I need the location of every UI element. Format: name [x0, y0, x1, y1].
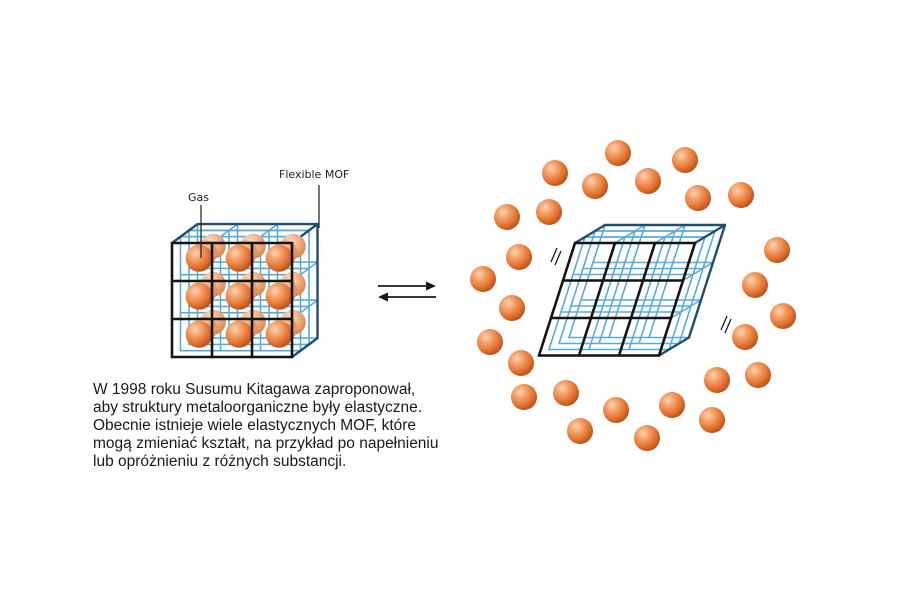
empty-flexible-mof-cube — [537, 223, 727, 357]
lattice-line — [682, 261, 714, 282]
front-grid-line — [657, 241, 697, 357]
gas-molecule-icon — [605, 140, 631, 166]
lattice-line — [668, 236, 706, 351]
lattice-line — [678, 230, 716, 345]
gas-molecule-icon — [728, 182, 754, 208]
caption-line: Obecnie istnieje wiele elastycznych MOF,… — [93, 417, 417, 434]
caption-line: W 1998 roku Susumu Kitagawa zaproponował… — [93, 381, 416, 398]
caption-line: aby struktury metaloorganiczne były elas… — [93, 399, 423, 416]
lattice-line — [558, 230, 596, 345]
caption-line: lub opróżnieniu z różnych substancji. — [93, 453, 347, 470]
gas-label: Gas — [188, 191, 209, 204]
front-grid-line — [577, 241, 617, 357]
gas-molecule-icon — [185, 282, 213, 310]
gas-molecule-icon — [742, 272, 768, 298]
gas-molecule-icon — [582, 173, 608, 199]
gas-molecule-icon — [603, 397, 629, 423]
frame-edge — [170, 222, 199, 245]
flexible-mof-label: Flexible MOF — [279, 168, 349, 181]
gas-molecule-icon — [732, 324, 758, 350]
gas-molecule-icon — [567, 418, 593, 444]
filled-mof-cube — [170, 222, 319, 359]
gas-molecule-icon — [672, 147, 698, 173]
lattice-line — [638, 230, 676, 345]
gas-molecule-icon — [659, 392, 685, 418]
lattice-line — [598, 230, 636, 345]
gas-molecule-icon — [764, 237, 790, 263]
gas-molecule-icon — [536, 199, 562, 225]
gas-molecule-icon — [745, 362, 771, 388]
lattice-line — [588, 236, 626, 351]
gas-molecule-icon — [704, 367, 730, 393]
gas-molecule-icon — [185, 320, 213, 348]
gas-molecule-icon — [506, 244, 532, 270]
gas-molecule-icon — [225, 282, 253, 310]
lattice-line — [670, 299, 702, 319]
gas-molecule-icon — [635, 168, 661, 194]
lattice-line — [548, 236, 586, 351]
front-grid-line — [537, 241, 577, 357]
gas-molecule-icon — [511, 384, 537, 410]
frame-edge — [687, 223, 727, 339]
gas-molecule-icon — [634, 425, 660, 451]
released-gas-molecules — [470, 140, 796, 451]
gas-molecule-icon — [508, 350, 534, 376]
gas-molecule-icon — [477, 329, 503, 355]
gas-molecule-icon — [225, 320, 253, 348]
equilibrium-arrows-icon — [378, 281, 436, 302]
frame-edge — [290, 336, 319, 359]
gas-molecule-icon — [470, 266, 496, 292]
gas-molecule-icon — [685, 185, 711, 211]
gas-molecule-icon — [265, 282, 293, 310]
frame-edge — [693, 223, 727, 245]
caption-text: W 1998 roku Susumu Kitagawa zaproponował… — [93, 381, 493, 471]
gas-molecule-icon — [699, 407, 725, 433]
gas-molecule-icon — [225, 244, 253, 272]
frame-edge — [573, 223, 607, 245]
front-grid-line — [617, 241, 657, 357]
lattice-line — [654, 224, 686, 244]
gas-molecule-icon — [553, 380, 579, 406]
gas-molecule-icon — [494, 204, 520, 230]
gas-molecule-icon — [770, 303, 796, 329]
flex-motion-marks — [550, 247, 732, 334]
gas-molecule-icon — [542, 160, 568, 186]
gas-molecule-icon — [265, 244, 293, 272]
caption-line: mogą zmieniać kształt, na przykład po na… — [93, 435, 439, 452]
lattice-line — [628, 236, 666, 351]
gas-molecule-icon — [185, 244, 213, 272]
lattice-line — [614, 224, 646, 244]
frame-edge — [657, 336, 691, 357]
gas-molecule-icon — [265, 320, 293, 348]
gas-molecule-icon — [499, 295, 525, 321]
